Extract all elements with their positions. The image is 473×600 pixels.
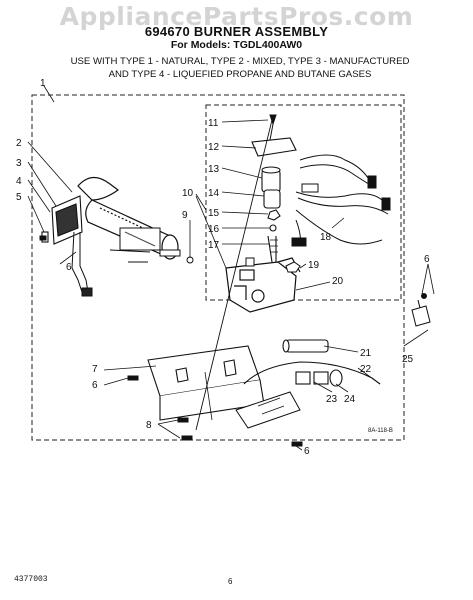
callout-5: 5 (16, 192, 22, 203)
callout-6-igniter: 6 (66, 262, 72, 273)
burner-bracket (41, 195, 83, 245)
diagram-title: 694670 BURNER ASSEMBLY (144, 24, 329, 39)
callout-23: 23 (326, 394, 338, 405)
watermark-logo: AppliancePartsPros.com (59, 2, 414, 31)
callout-20: 20 (332, 276, 344, 287)
callout-24: 24 (344, 394, 356, 405)
heat-shield (235, 391, 301, 429)
valve-screw (269, 114, 277, 141)
callout-11: 11 (208, 118, 219, 129)
burner-rod (109, 249, 194, 264)
page-number: 6 (228, 577, 233, 586)
callout-2: 2 (16, 138, 22, 149)
callout-8: 8 (146, 420, 152, 431)
valve-bracket (147, 345, 265, 421)
valve-assembly-boundary (205, 104, 402, 301)
model-line: For Models: TGDL400AW0 (170, 39, 303, 51)
callout-6-bracket: 6 (92, 380, 98, 391)
callout-18: 18 (320, 232, 332, 243)
assembly-axis (195, 119, 273, 431)
callout-7: 7 (92, 364, 98, 375)
callout-3: 3 (16, 158, 22, 169)
igniter (71, 227, 161, 297)
right-bracket (411, 293, 431, 327)
callout-25: 25 (402, 354, 414, 365)
callout-13: 13 (208, 164, 220, 175)
callout-16: 16 (208, 224, 220, 235)
callout-4: 4 (16, 176, 22, 187)
callout-6-right: 6 (424, 254, 430, 265)
callout-21: 21 (360, 348, 372, 359)
reference-code: 8A-118-B (368, 428, 393, 434)
callout-14: 14 (208, 188, 220, 199)
valve-coil-stack (251, 137, 297, 263)
callout-6-bottom: 6 (304, 446, 310, 457)
document-number: 4377003 (14, 575, 48, 584)
usage-note-line-2: AND TYPE 4 - LIQUEFIED PROPANE AND BUTAN… (108, 69, 372, 80)
usage-note: USE WITH TYPE 1 - NATURAL, TYPE 2 - MIXE… (50, 55, 430, 81)
assembly-boundary (31, 94, 405, 441)
callout-19: 19 (308, 260, 320, 271)
gas-pipe-fittings (243, 339, 381, 387)
callout-12: 12 (208, 142, 220, 153)
callout-10: 10 (182, 188, 194, 199)
wire-harness (291, 154, 391, 247)
callout-1: 1 (40, 78, 46, 89)
callout-9: 9 (182, 210, 188, 221)
usage-note-line-1: USE WITH TYPE 1 - NATURAL, TYPE 2 - MIXE… (70, 56, 410, 67)
callout-15: 15 (208, 208, 220, 219)
valve-orifice (245, 257, 301, 273)
leader-lines (27, 85, 435, 451)
callout-17: 17 (208, 240, 220, 251)
callout-22: 22 (360, 364, 372, 375)
